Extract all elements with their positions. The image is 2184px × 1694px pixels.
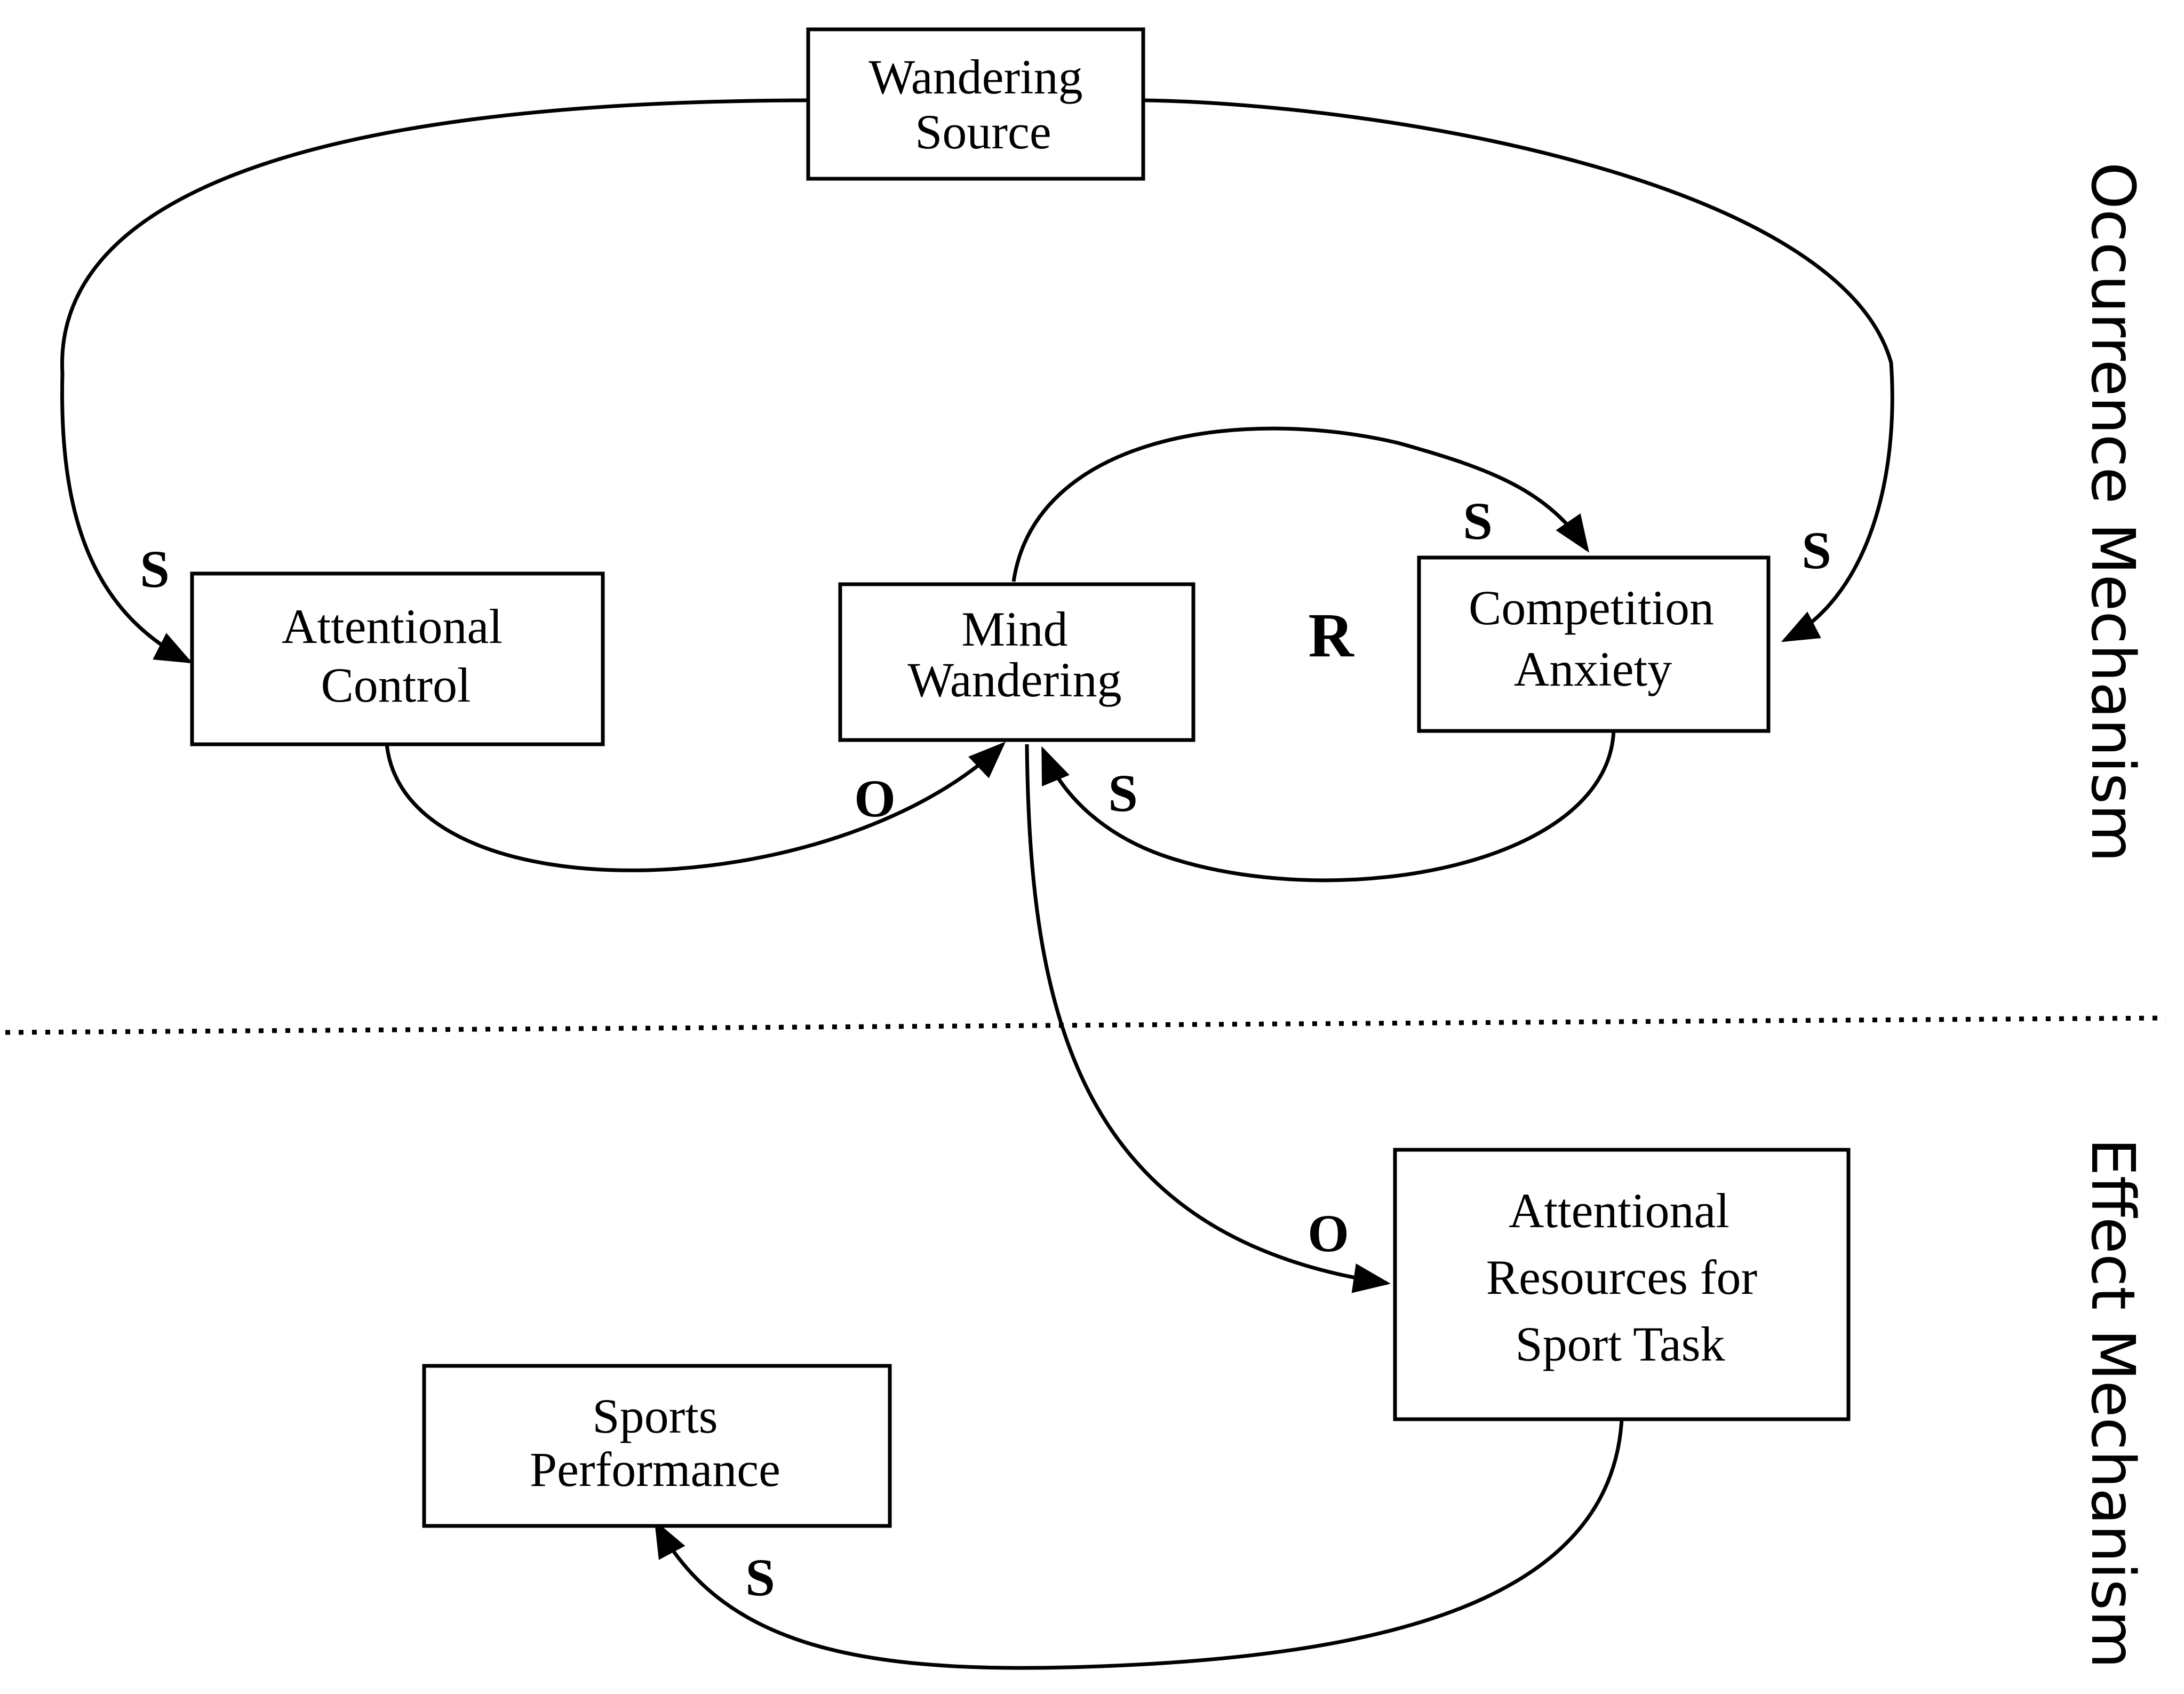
edge-source-to-control <box>60 98 809 664</box>
node-sports-performance-line2: Performance <box>530 1442 780 1497</box>
node-attentional-resources-line3: Sport Task <box>1515 1317 1725 1371</box>
node-sports-performance-line1: Sports <box>592 1389 718 1443</box>
label-anxiety-to-mind: S <box>1108 764 1138 823</box>
node-competition-anxiety: Competition Anxiety <box>1417 555 1771 733</box>
edge-control-to-mind <box>385 742 1006 872</box>
node-wandering-source: Wandering Source <box>806 27 1145 181</box>
label-control-to-mind: O <box>854 769 896 828</box>
node-wandering-source-line1: Wandering <box>868 50 1082 104</box>
label-mind-to-resources: O <box>1308 1204 1349 1263</box>
node-wandering-source-line2: Source <box>915 105 1051 159</box>
edge-resources-to-performance <box>654 1419 1624 1670</box>
label-source-to-anxiety: S <box>1802 521 1831 580</box>
node-attentional-control-line2: Control <box>321 658 471 712</box>
node-mind-wandering-line2: Wandering <box>907 653 1121 707</box>
section-label-effect: Effect Mechanism <box>2078 1138 2147 1668</box>
label-source-to-control: S <box>140 539 170 599</box>
section-divider <box>5 1015 2166 1035</box>
label-mind-to-anxiety: S <box>1463 491 1493 551</box>
node-attentional-control: Attentional Control <box>190 571 605 746</box>
section-label-occurrence: Occurrence Mechanism <box>2078 162 2147 862</box>
node-attentional-resources-line1: Attentional <box>1509 1183 1729 1238</box>
node-mind-wandering: Mind Wandering <box>838 582 1195 742</box>
label-resources-to-performance: S <box>745 1548 775 1607</box>
edge-mind-to-resources <box>1025 744 1391 1293</box>
edge-anxiety-to-mind <box>1041 728 1616 882</box>
node-competition-anxiety-line1: Competition <box>1469 580 1714 635</box>
node-attentional-control-line1: Attentional <box>282 599 503 654</box>
node-sports-performance: Sports Performance <box>422 1364 892 1528</box>
node-attentional-resources-line2: Resources for <box>1486 1250 1757 1305</box>
node-attentional-resources: Attentional Resources for Sport Task <box>1393 1148 1851 1421</box>
node-mind-wandering-line1: Mind <box>961 602 1067 656</box>
loop-label: R <box>1308 600 1354 670</box>
node-competition-anxiety-line2: Anxiety <box>1514 642 1672 696</box>
edge-source-to-anxiety <box>1143 98 1894 642</box>
edge-mind-to-anxiety <box>1011 426 1589 582</box>
